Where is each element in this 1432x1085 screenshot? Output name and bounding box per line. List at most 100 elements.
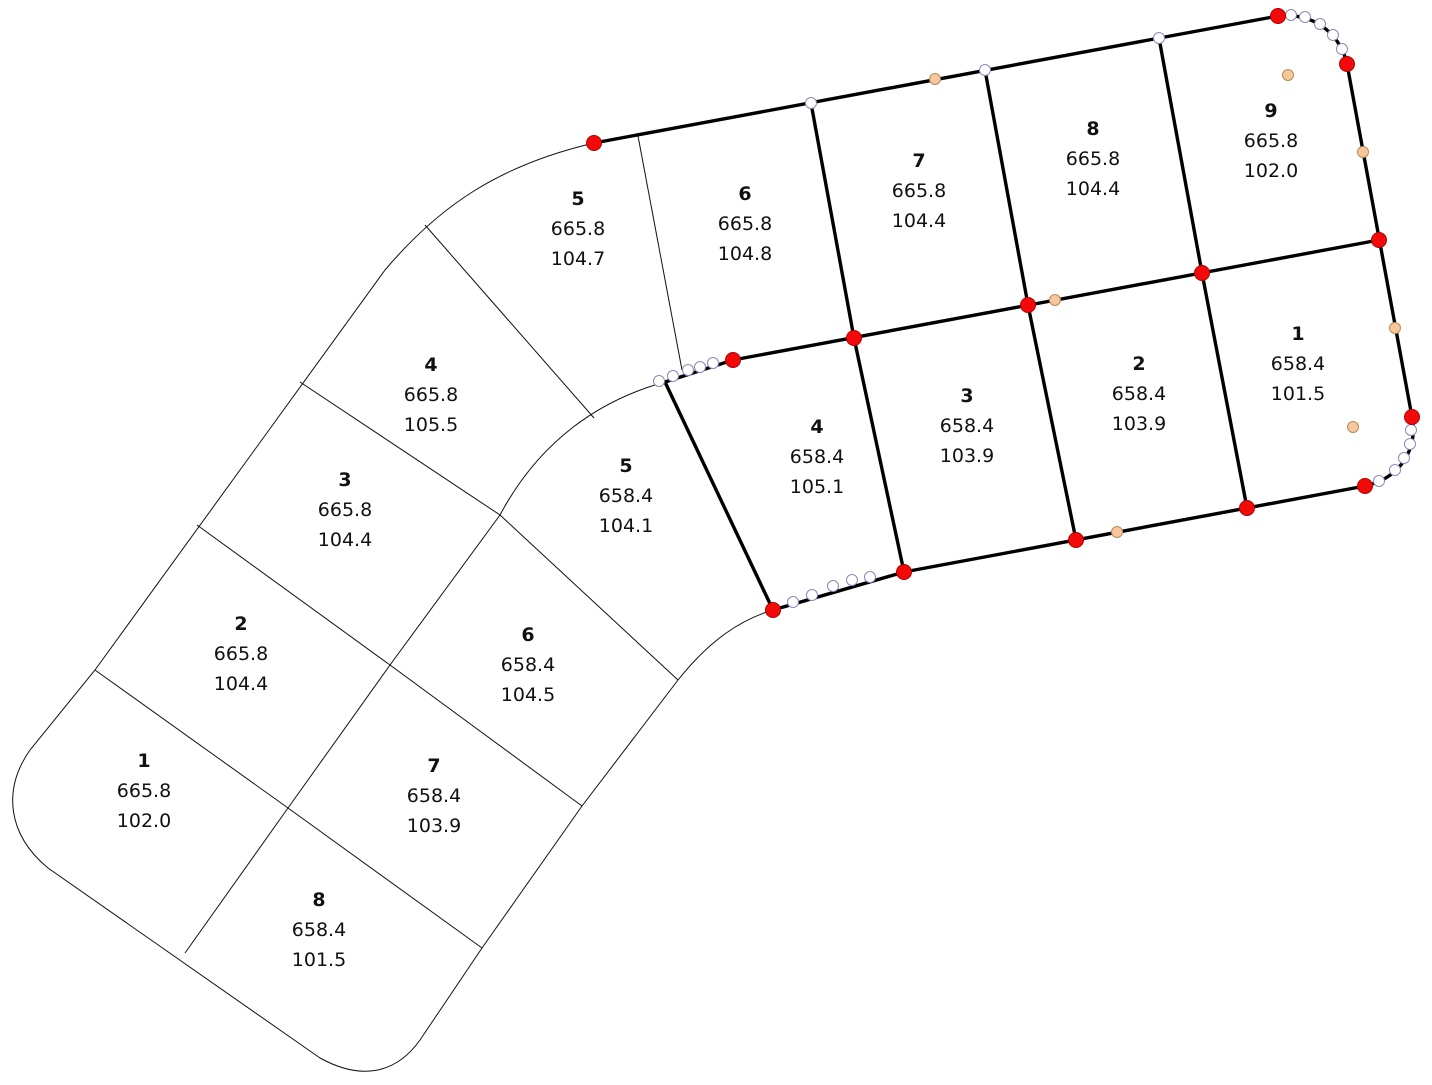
right-block-boundary bbox=[593, 13, 1415, 612]
lot-frontage: 101.5 bbox=[292, 949, 346, 971]
lot-area: 658.4 bbox=[407, 785, 461, 807]
selected-vertex-handle[interactable] bbox=[846, 330, 862, 346]
vertex-handle[interactable] bbox=[667, 370, 679, 382]
selected-vertex-handle[interactable] bbox=[725, 352, 741, 368]
left-lot-label: 5 658.4 104.1 bbox=[599, 455, 653, 537]
lot-area: 665.8 bbox=[318, 499, 372, 521]
vertex-markers-selected bbox=[586, 8, 1420, 618]
lot-number: 1 bbox=[137, 750, 150, 772]
left-lot-line bbox=[287, 807, 483, 949]
lot-frontage: 103.9 bbox=[940, 445, 994, 467]
midpoint-handle[interactable] bbox=[1389, 322, 1401, 334]
vertex-handle[interactable] bbox=[1389, 464, 1401, 476]
selected-vertex-handle[interactable] bbox=[1270, 8, 1286, 24]
selected-vertex-handle[interactable] bbox=[1339, 56, 1355, 72]
left-lot-line bbox=[499, 514, 679, 681]
left-lot-label: 5 665.8 104.7 bbox=[551, 188, 605, 270]
lot-area: 665.8 bbox=[718, 213, 772, 235]
midpoint-handle[interactable] bbox=[1282, 69, 1294, 81]
selected-vertex-handle[interactable] bbox=[1404, 409, 1420, 425]
right-lot-label: 9 665.8 102.0 bbox=[1244, 100, 1298, 182]
left-lot-label: 7 658.4 103.9 bbox=[407, 755, 461, 837]
right-lot-label: 7 665.8 104.4 bbox=[892, 150, 946, 232]
selected-vertex-handle[interactable] bbox=[1020, 297, 1036, 313]
lot-number: 6 bbox=[738, 183, 751, 205]
left-lot-label: 1 665.8 102.0 bbox=[117, 750, 171, 832]
midpoint-handle[interactable] bbox=[929, 73, 941, 85]
lot-number: 1 bbox=[1291, 323, 1304, 345]
lot-frontage: 103.9 bbox=[1112, 413, 1166, 435]
right-lot-label: 1 658.4 101.5 bbox=[1271, 323, 1325, 405]
lot-area: 658.4 bbox=[599, 485, 653, 507]
lot-number: 5 bbox=[571, 188, 584, 210]
lot-area: 658.4 bbox=[940, 415, 994, 437]
lot-number: 3 bbox=[338, 469, 351, 491]
lot-number: 7 bbox=[912, 150, 925, 172]
midpoint-handle[interactable] bbox=[1357, 146, 1369, 158]
vertex-handle[interactable] bbox=[805, 97, 817, 109]
vertex-handle[interactable] bbox=[1299, 11, 1311, 23]
lot-frontage: 101.5 bbox=[1271, 383, 1325, 405]
lot-frontage: 104.4 bbox=[892, 210, 946, 232]
vertex-handle[interactable] bbox=[1398, 452, 1410, 464]
vertex-handle[interactable] bbox=[694, 361, 706, 373]
vertex-handle[interactable] bbox=[682, 364, 694, 376]
selected-vertex-handle[interactable] bbox=[896, 564, 912, 580]
midpoint-handle[interactable] bbox=[1347, 421, 1359, 433]
vertex-handle[interactable] bbox=[1327, 29, 1339, 41]
left-lot-line bbox=[424, 224, 595, 419]
selected-vertex-handle[interactable] bbox=[1194, 265, 1210, 281]
lot-number: 8 bbox=[312, 889, 325, 911]
midpoint-handle[interactable] bbox=[1111, 526, 1123, 538]
lot-area: 665.8 bbox=[1066, 148, 1120, 170]
selected-vertex-handle[interactable] bbox=[1357, 478, 1373, 494]
vertex-handle[interactable] bbox=[1285, 9, 1297, 21]
lot-area: 658.4 bbox=[1271, 353, 1325, 375]
left-lot-line bbox=[389, 664, 583, 807]
vertex-handle[interactable] bbox=[653, 375, 665, 387]
vertex-markers-normal bbox=[653, 9, 1417, 608]
vertex-handle[interactable] bbox=[846, 574, 858, 586]
lot-frontage: 103.9 bbox=[407, 815, 461, 837]
lot-number: 2 bbox=[234, 613, 247, 635]
selected-vertex-handle[interactable] bbox=[765, 602, 781, 618]
selected-vertex-handle[interactable] bbox=[586, 135, 602, 151]
lot-frontage: 104.4 bbox=[1066, 178, 1120, 200]
selected-vertex-handle[interactable] bbox=[1068, 532, 1084, 548]
lot-number: 2 bbox=[1132, 353, 1145, 375]
right-lot-label: 8 665.8 104.4 bbox=[1066, 118, 1120, 200]
vertex-handle[interactable] bbox=[1404, 438, 1416, 450]
vertex-handle[interactable] bbox=[864, 571, 876, 583]
right-block-cut bbox=[663, 381, 775, 611]
vertex-handle[interactable] bbox=[1405, 424, 1417, 436]
left-lot-line bbox=[637, 135, 683, 371]
vertex-handle[interactable] bbox=[1153, 32, 1165, 44]
right-lot-label: 6 665.8 104.8 bbox=[718, 183, 772, 265]
lot-number: 5 bbox=[619, 455, 632, 477]
lot-number: 7 bbox=[427, 755, 440, 777]
lot-number: 4 bbox=[810, 416, 823, 438]
lot-area: 658.4 bbox=[501, 654, 555, 676]
left-lot-label: 8 658.4 101.5 bbox=[292, 889, 346, 971]
lot-area: 665.8 bbox=[892, 180, 946, 202]
vertex-handle[interactable] bbox=[1373, 475, 1385, 487]
vertex-handle[interactable] bbox=[707, 357, 719, 369]
selected-vertex-handle[interactable] bbox=[1371, 232, 1387, 248]
vertex-handle[interactable] bbox=[787, 596, 799, 608]
lot-area: 658.4 bbox=[790, 446, 844, 468]
lot-frontage: 104.4 bbox=[318, 529, 372, 551]
midpoint-handle[interactable] bbox=[1049, 294, 1061, 306]
lot-area: 658.4 bbox=[292, 919, 346, 941]
lot-frontage: 104.7 bbox=[551, 248, 605, 270]
vertex-handle[interactable] bbox=[1336, 43, 1348, 55]
vertex-handle[interactable] bbox=[806, 589, 818, 601]
left-lot-label: 3 665.8 104.4 bbox=[318, 469, 372, 551]
lot-number: 9 bbox=[1264, 100, 1277, 122]
right-lot-label: 4 658.4 105.1 bbox=[790, 416, 844, 498]
lot-frontage: 102.0 bbox=[1244, 160, 1298, 182]
vertex-handle[interactable] bbox=[827, 580, 839, 592]
selected-vertex-handle[interactable] bbox=[1239, 500, 1255, 516]
vertex-handle[interactable] bbox=[1314, 18, 1326, 30]
vertex-handle[interactable] bbox=[979, 64, 991, 76]
